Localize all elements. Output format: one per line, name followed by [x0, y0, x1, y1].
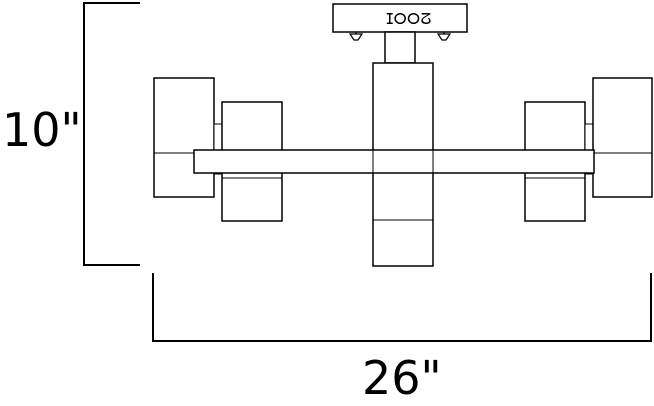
width-dimension-bracket	[152, 273, 652, 342]
canopy-screw-left	[348, 32, 364, 41]
horizontal-crossbar	[193, 149, 595, 174]
height-dimension-bracket	[83, 2, 140, 266]
right-outer-shade	[592, 77, 653, 198]
width-dimension-label: 26"	[362, 351, 442, 405]
left-outer-shade	[153, 77, 215, 198]
fixture-stem	[384, 31, 416, 64]
ceiling-canopy: ⵊⵔⵔⵒ	[332, 3, 468, 41]
height-dimension-label: 10"	[2, 103, 82, 157]
canopy-logo: ⵊⵔⵔⵒ	[386, 10, 431, 28]
canopy-screw-right	[436, 32, 452, 41]
